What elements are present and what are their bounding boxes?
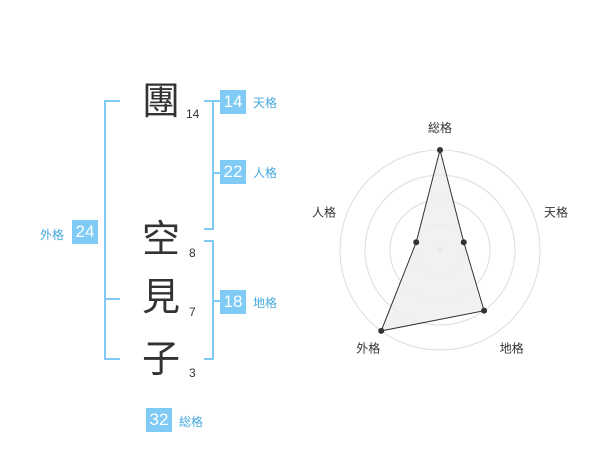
tenkaku-label: 天格 [253,96,278,110]
radar-point-3 [378,327,385,334]
chikaku-bracket-vertical [212,240,214,360]
radar-points [378,147,488,334]
soukaku-label: 総格 [179,415,204,429]
name-char-1: 團 [141,79,180,123]
name-char-2: 空 [141,217,180,261]
radar-data-polygon [380,149,485,332]
name-char-4: 子 [141,337,180,381]
radar-point-2 [481,307,488,314]
name-char-3: 見 [141,275,180,319]
gaikaku-bracket-top [104,100,120,102]
tenkaku-connector [214,100,220,102]
chikaku-bracket-top [204,240,214,242]
radar-point-4 [413,239,420,246]
gaikaku-label: 外格 [40,228,65,242]
chikaku-bracket-bottom [204,358,214,360]
stroke-count-1: 14 [186,107,200,121]
jinkaku-value-badge: 22 [220,160,246,184]
tenkaku-bracket-top [204,100,214,102]
radar-axis-label-3: 外格 [356,341,380,356]
gaikaku-bracket-mid [104,298,120,300]
radar-axis-label-4: 人格 [312,204,336,219]
radar-axis-label-1: 天格 [544,204,568,219]
jinkaku-bracket-bottom [204,228,214,230]
jinkaku-bracket-vertical [212,100,214,230]
stroke-count-2: 8 [189,246,196,260]
radar-axis-label-0: 総格 [428,120,452,135]
gaikaku-value-badge: 24 [72,220,98,244]
chikaku-label: 地格 [253,296,278,310]
stroke-count-3: 7 [189,305,196,319]
radar-point-1 [460,239,467,246]
jinkaku-label: 人格 [253,166,278,180]
soukaku-value-badge: 32 [146,408,172,432]
radar-axis-label-2: 地格 [500,341,524,356]
stroke-count-4: 3 [189,366,196,380]
jinkaku-connector [214,172,220,174]
gaikaku-bracket-bottom [104,358,120,360]
chikaku-connector [214,300,220,302]
chikaku-value-badge: 18 [220,290,246,314]
radar-point-0 [437,147,443,153]
gaikaku-bracket-vertical [104,100,106,360]
tenkaku-value-badge: 14 [220,90,246,114]
